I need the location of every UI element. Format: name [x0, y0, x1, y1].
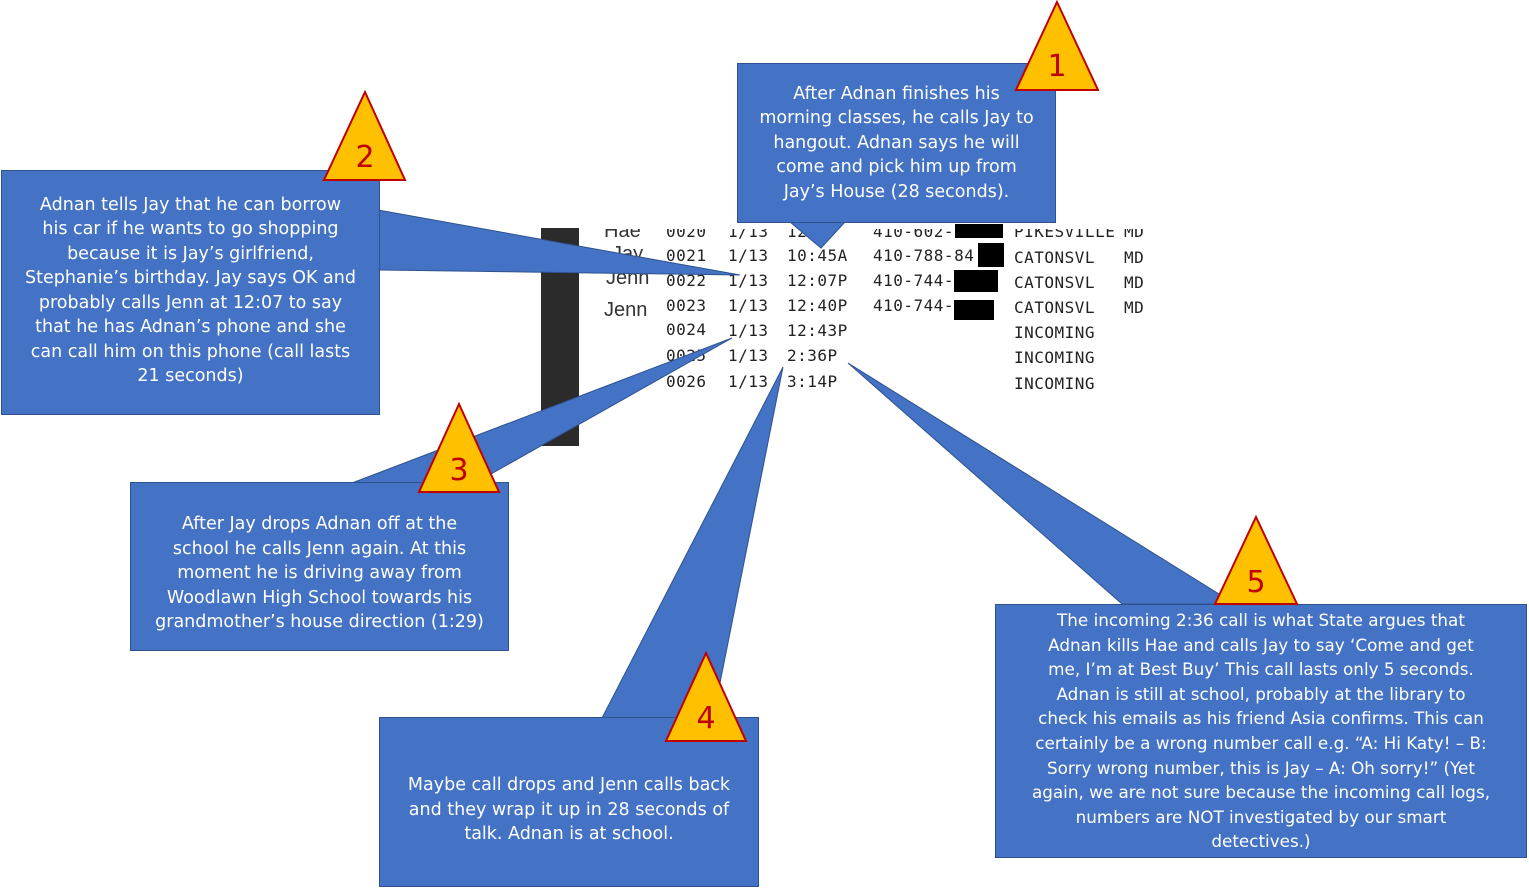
- log-date: 1/13: [728, 246, 769, 265]
- log-date: 1/13: [728, 296, 769, 315]
- marker-number: 3: [449, 453, 469, 488]
- log-time: 10:45A: [787, 246, 848, 265]
- log-id: 0020: [666, 222, 707, 241]
- marker-number: 5: [1246, 565, 1266, 600]
- log-id: 0021: [666, 246, 707, 265]
- log-phone: 410-602-: [873, 222, 955, 241]
- log-phone: 410-744-: [873, 296, 955, 315]
- log-date: 1/13: [728, 271, 769, 290]
- log-phone: 410-788-84: [873, 246, 975, 265]
- log-location: INCOMING: [1014, 348, 1096, 367]
- log-name: Hae: [604, 220, 641, 242]
- warning-triangle-icon: [664, 650, 748, 742]
- marker-number: 4: [696, 701, 716, 736]
- log-date: 1/13: [728, 321, 769, 340]
- log-state: MD: [1124, 222, 1145, 241]
- log-location: INCOMING: [1014, 374, 1096, 393]
- log-date: 1/13: [728, 222, 769, 241]
- marker-number: 1: [1047, 49, 1067, 84]
- callout-box-2: Adnan tells Jay that he can borrow his c…: [1, 170, 380, 415]
- redaction-bar: [955, 224, 1003, 238]
- redaction-bar: [954, 300, 994, 320]
- log-time: 12:40P: [787, 296, 848, 315]
- callout-box-5: The incoming 2:36 call is what State arg…: [995, 604, 1527, 858]
- redaction-bar: [954, 270, 998, 292]
- log-location: CATONSVL: [1014, 273, 1096, 292]
- log-time: 3:14P: [787, 372, 838, 391]
- log-id: 0024: [666, 320, 707, 339]
- log-location: INCOMING: [1014, 323, 1096, 342]
- warning-triangle-icon: [1014, 0, 1100, 91]
- log-state: MD: [1124, 273, 1145, 292]
- log-time: 12:43P: [787, 321, 848, 340]
- warning-triangle-icon: [322, 89, 407, 181]
- warning-triangle-icon: [1213, 514, 1299, 605]
- callout-box-3: After Jay drops Adnan off at the school …: [130, 482, 509, 651]
- log-time: 12:07P: [787, 271, 848, 290]
- log-date: 1/13: [728, 372, 769, 391]
- log-date: 1/13: [728, 346, 769, 365]
- log-location: CATONSVL: [1014, 298, 1096, 317]
- log-location: PIKESVILLE: [1014, 222, 1116, 241]
- log-id: 0026: [666, 372, 707, 391]
- log-state: MD: [1124, 298, 1145, 317]
- warning-triangle-icon: [417, 401, 501, 493]
- log-phone: 410-744-: [873, 271, 955, 290]
- callout-box-1: After Adnan finishes his morning classes…: [737, 63, 1056, 223]
- marker-number: 2: [355, 140, 375, 175]
- log-name: Jenn: [604, 299, 648, 321]
- callout-box-4: Maybe call drops and Jenn calls back and…: [379, 717, 759, 887]
- log-id: 0022: [666, 271, 707, 290]
- log-id: 0023: [666, 296, 707, 315]
- log-location: CATONSVL: [1014, 248, 1096, 267]
- redaction-bar: [978, 243, 1004, 267]
- log-state: MD: [1124, 248, 1145, 267]
- log-time: 2:36P: [787, 346, 838, 365]
